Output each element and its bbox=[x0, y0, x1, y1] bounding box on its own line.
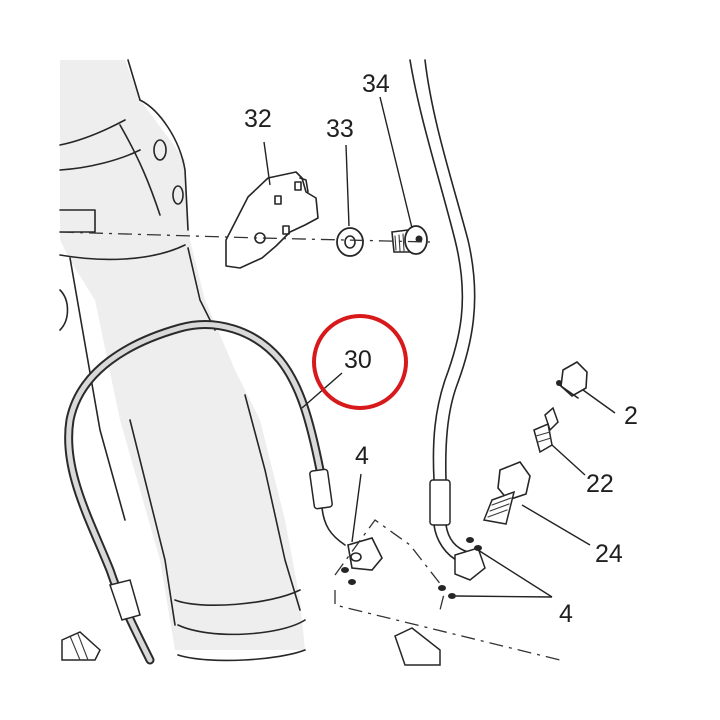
callout-4-left: 4 bbox=[355, 442, 369, 470]
banjo-fitting-left bbox=[341, 537, 383, 585]
callout-24: 24 bbox=[595, 540, 623, 568]
washer-part-33 bbox=[336, 227, 364, 257]
lower-bolts bbox=[61, 627, 441, 666]
banjo-bolt-part-24 bbox=[482, 461, 531, 525]
callout-34: 34 bbox=[362, 70, 390, 98]
leader-4-right-b bbox=[455, 595, 553, 598]
brake-hose-part-30 bbox=[64, 320, 346, 665]
leader-32 bbox=[263, 141, 271, 186]
callout-2: 2 bbox=[624, 402, 638, 430]
leader-24 bbox=[521, 504, 591, 546]
fork-slider bbox=[129, 394, 306, 662]
bleed-screw-part-22 bbox=[533, 406, 559, 454]
bracket-part-32 bbox=[225, 171, 319, 269]
brake-hose-right bbox=[409, 59, 486, 581]
callout-33: 33 bbox=[326, 115, 354, 143]
callout-30: 30 bbox=[344, 346, 372, 374]
leader-34 bbox=[379, 96, 413, 229]
leader-4-left bbox=[351, 473, 362, 543]
highlight-circle bbox=[312, 314, 408, 410]
fork-tube bbox=[59, 59, 305, 650]
callout-22: 22 bbox=[586, 470, 614, 498]
bleed-cap-part-2 bbox=[556, 361, 588, 399]
leader-33 bbox=[345, 144, 350, 227]
callout-32: 32 bbox=[244, 105, 272, 133]
leader-2 bbox=[582, 389, 616, 414]
leader-22 bbox=[551, 444, 586, 476]
callout-4-right: 4 bbox=[559, 600, 573, 628]
bolt-part-34 bbox=[391, 225, 428, 255]
leader-4-right-a bbox=[477, 549, 553, 598]
